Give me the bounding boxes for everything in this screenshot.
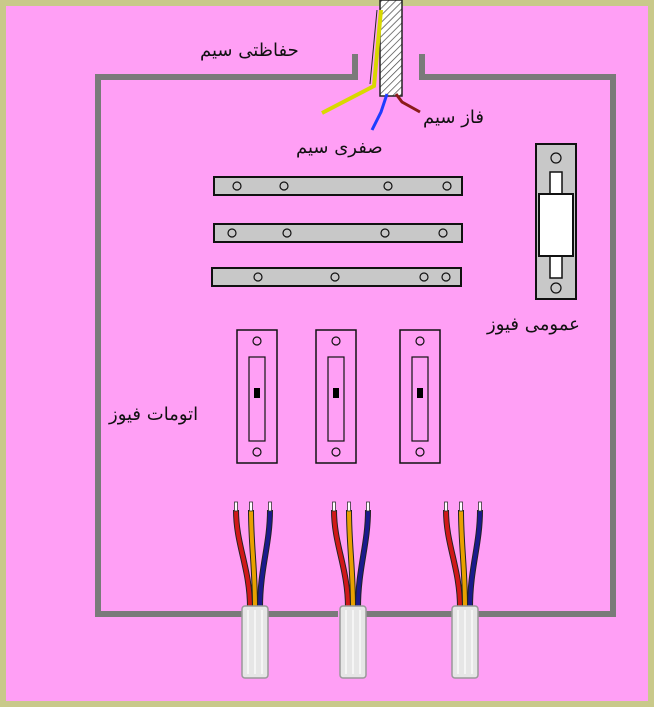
busbar-3-hole-3 <box>419 272 429 282</box>
automatic-fuse-3 <box>399 329 441 464</box>
automatic-fuse-housing <box>236 329 278 464</box>
automatic-fuse-switch <box>417 388 423 398</box>
neutral-wire <box>370 93 389 131</box>
output-cable-2 <box>331 501 371 679</box>
busbar-1-hole-3 <box>383 181 393 191</box>
busbar-1 <box>213 176 463 196</box>
output-wire-tip-1 <box>234 501 238 512</box>
output-wire-2 <box>347 509 355 609</box>
output-wire-2 <box>249 509 257 609</box>
main-fuse-hole-bottom <box>550 282 562 294</box>
ground-wire-label: حفاظتی سیم <box>200 40 299 61</box>
output-wire-tip-2 <box>347 501 351 512</box>
output-wire-tip-1 <box>332 501 336 512</box>
automatic-fuse-housing <box>399 329 441 464</box>
busbar-2-hole-4 <box>438 228 448 238</box>
phase-wire-label: فاز سیم <box>423 107 484 128</box>
automatic-fuse-slot <box>327 356 345 442</box>
output-cables <box>233 501 483 679</box>
output-wire-tip-1 <box>444 501 448 512</box>
busbar-1-hole-4 <box>442 181 452 191</box>
enclosure-frame <box>95 54 616 617</box>
incoming-cable <box>321 0 421 131</box>
automatic-fuse-hole-bottom <box>415 447 425 457</box>
automatic-fuse-hole-top <box>252 336 262 346</box>
busbar-2-hole-1 <box>227 228 237 238</box>
automatic-fuse-slot <box>248 356 266 442</box>
output-wire-3 <box>468 509 482 609</box>
automatic-fuse-switch <box>254 388 260 398</box>
busbar-1-hole-2 <box>279 181 289 191</box>
main-fuse-clip-bottom <box>549 255 563 279</box>
main-fuse <box>535 143 577 300</box>
output-cable-1 <box>233 501 273 679</box>
busbar-3-hole-1 <box>253 272 263 282</box>
automatic-fuse-2 <box>315 329 357 464</box>
automatic-fuse-slot <box>411 356 429 442</box>
main-fuse-label: عمومی فیوز <box>487 314 580 335</box>
ground-wire <box>321 9 383 115</box>
busbar-2-hole-2 <box>282 228 292 238</box>
main-fuse-clip-top <box>549 171 563 195</box>
output-wire-tip-3 <box>268 501 272 512</box>
output-wire-3 <box>258 509 272 609</box>
automatic-fuse-hole-top <box>331 336 341 346</box>
main-fuse-hole-top <box>550 152 562 164</box>
automatic-fuses <box>236 329 441 464</box>
output-cable-3 <box>443 501 483 679</box>
incoming-cable-sheath <box>379 0 403 97</box>
output-wire-1 <box>234 509 252 609</box>
busbars <box>211 176 463 287</box>
main-fuse-body <box>538 193 574 257</box>
ground-wire-outline <box>369 9 378 85</box>
busbar-2-hole-3 <box>380 228 390 238</box>
automatic-fuse-1 <box>236 329 278 464</box>
busbar-3-hole-2 <box>330 272 340 282</box>
neutral-wire-label: صفری سیم <box>296 137 383 158</box>
output-wire-tip-3 <box>366 501 370 512</box>
output-wire-tip-3 <box>478 501 482 512</box>
busbar-3-hole-4 <box>441 272 451 282</box>
automatic-fuse-housing <box>315 329 357 464</box>
panel-background <box>6 6 648 701</box>
output-wire-3 <box>356 509 370 609</box>
busbar-1-hole-1 <box>232 181 242 191</box>
output-wire-2 <box>459 509 467 609</box>
output-wire-tip-2 <box>249 501 253 512</box>
output-wire-1 <box>444 509 462 609</box>
automatic-fuse-hole-bottom <box>331 447 341 457</box>
automatic-fuse-label: اتومات فیوز <box>109 404 199 425</box>
phase-wire <box>394 93 421 114</box>
busbar-2 <box>213 223 463 243</box>
output-wire-1 <box>332 509 350 609</box>
automatic-fuse-hole-top <box>415 336 425 346</box>
automatic-fuse-switch <box>333 388 339 398</box>
output-wire-tip-2 <box>459 501 463 512</box>
automatic-fuse-hole-bottom <box>252 447 262 457</box>
